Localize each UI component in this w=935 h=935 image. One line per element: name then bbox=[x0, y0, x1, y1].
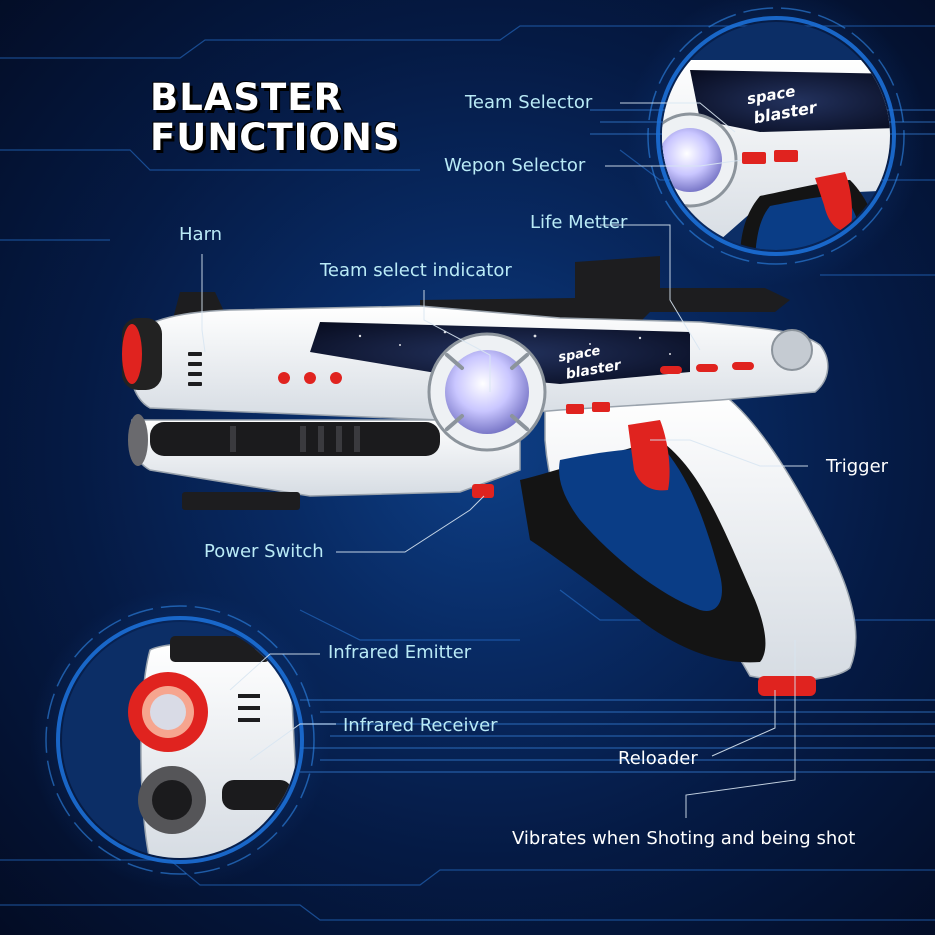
trigger bbox=[628, 420, 670, 491]
team-select-indicator bbox=[445, 350, 529, 434]
label-team-select-indicator: Team select indicator bbox=[320, 260, 512, 281]
power-switch bbox=[472, 484, 494, 498]
team-indicator-clips bbox=[445, 353, 529, 431]
lower-barrel-rings bbox=[230, 426, 360, 452]
trigger-guard-opening bbox=[559, 448, 722, 611]
label-trigger: Trigger bbox=[826, 456, 889, 477]
infographic-title: BLASTER FUNCTIONS bbox=[150, 78, 401, 158]
muzzle-emitter-ring bbox=[122, 324, 142, 384]
label-infrared-emitter: Infrared Emitter bbox=[328, 642, 472, 663]
zoom-circle-ring-bottom bbox=[56, 616, 304, 864]
leader-trigger bbox=[650, 439, 808, 467]
label-reloader: Reloader bbox=[618, 748, 698, 769]
blaster-logo-line-1: space bbox=[557, 343, 601, 365]
bottom-rail bbox=[182, 492, 300, 510]
leader-horn bbox=[201, 254, 206, 353]
horn-indicator-lights bbox=[278, 372, 342, 384]
label-infrared-receiver: Infrared Receiver bbox=[343, 715, 498, 736]
leader-power-switch bbox=[336, 495, 485, 553]
leader-team-indicator bbox=[423, 290, 491, 392]
infrared-receiver-lens bbox=[128, 414, 148, 466]
label-vibrates: Vibrates when Shoting and being shot bbox=[512, 828, 856, 849]
label-horn: Harn bbox=[179, 224, 223, 245]
zoom-circle-outer-ring-bottom bbox=[45, 605, 315, 875]
leader-vibrates bbox=[685, 640, 796, 818]
label-life-meter: Life Metter bbox=[530, 212, 628, 233]
rear-knob bbox=[771, 329, 813, 371]
leader-team-selector bbox=[620, 102, 736, 133]
title-line-1: BLASTER bbox=[150, 76, 344, 119]
label-weapon-selector: Wepon Selector bbox=[444, 155, 586, 176]
leader-life-meter bbox=[600, 224, 701, 351]
label-power-switch: Power Switch bbox=[204, 541, 324, 562]
lower-barrel-tube bbox=[150, 422, 440, 456]
leader-infrared-emitter bbox=[229, 653, 320, 691]
zoom-circle-ring-top bbox=[656, 16, 896, 256]
zoom-circle-outer-ring-top bbox=[647, 7, 905, 265]
team-selector-button bbox=[566, 404, 584, 414]
leader-weapon-selector bbox=[605, 159, 743, 167]
title-line-2: FUNCTIONS bbox=[150, 116, 401, 159]
leader-infrared-receiver bbox=[249, 723, 336, 761]
life-meter-lights bbox=[660, 362, 754, 374]
label-team-selector: Team Selector bbox=[465, 92, 593, 113]
zoom-detail-bottom bbox=[62, 622, 298, 858]
weapon-selector-button bbox=[592, 402, 610, 412]
side-vent bbox=[188, 352, 202, 386]
reloader bbox=[758, 676, 816, 696]
leader-reloader bbox=[711, 690, 776, 757]
